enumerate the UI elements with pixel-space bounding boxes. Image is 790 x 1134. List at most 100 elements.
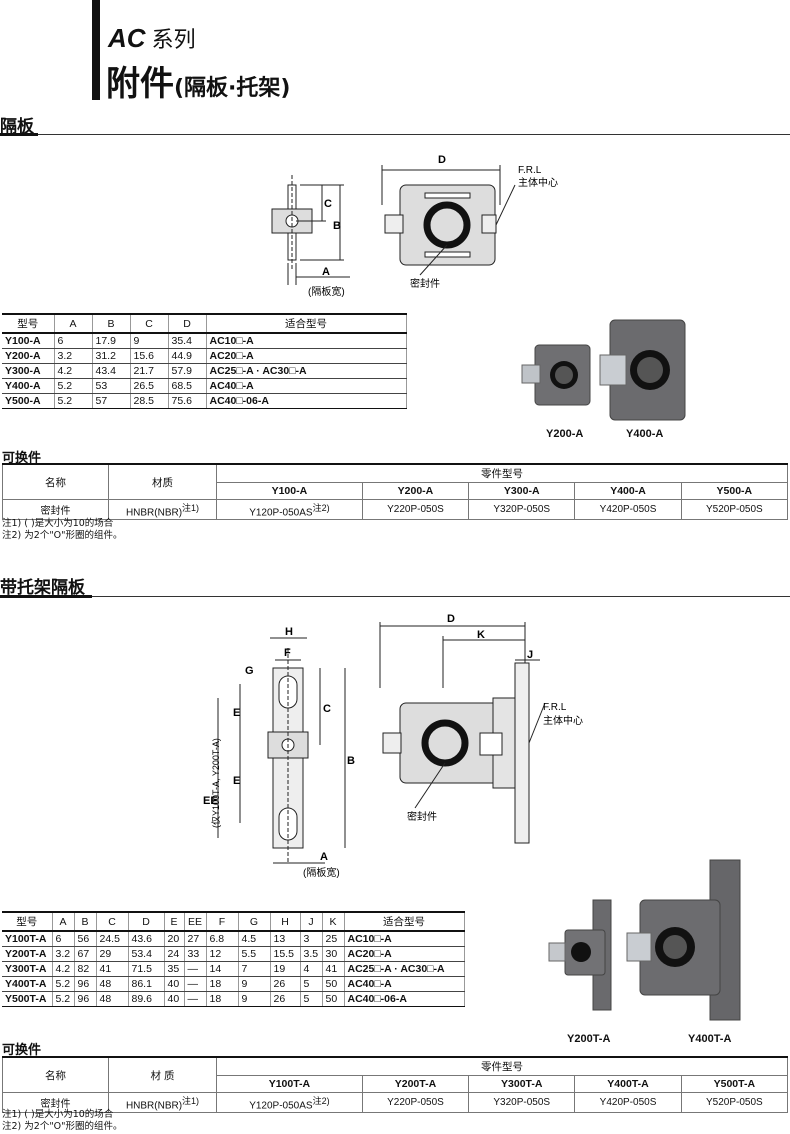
table-cell: 26 bbox=[270, 976, 301, 992]
dim-a-label: A bbox=[322, 266, 330, 278]
replacement-title: 可换件 bbox=[2, 1043, 42, 1058]
dim-k-label: K bbox=[477, 629, 485, 641]
table-cell: AC25□-A · AC30□-A bbox=[344, 961, 465, 977]
col-header: 零件型号 bbox=[216, 1056, 788, 1076]
bracket-front-view bbox=[379, 622, 546, 844]
replacement-table-wrap: 名称 材 质 零件型号 Y100T-A Y200T-A Y300T-A Y400… bbox=[2, 1056, 789, 1114]
table-cell: 71.5 bbox=[128, 961, 165, 977]
col-header: Y500T-A bbox=[680, 1075, 789, 1093]
col-header: 型号 bbox=[2, 313, 55, 334]
table-cell: 6 bbox=[54, 333, 93, 349]
table-cell: 5 bbox=[300, 976, 323, 992]
table-cell: 96 bbox=[74, 991, 97, 1007]
table-cell: 3 bbox=[300, 931, 323, 947]
cell: Y520P-050S bbox=[680, 1091, 789, 1114]
table-cell: 35 bbox=[164, 961, 185, 977]
col-header: J bbox=[300, 911, 323, 932]
table-cell: AC10□-A bbox=[206, 333, 407, 349]
col-header: C bbox=[130, 313, 169, 334]
table-cell: 96 bbox=[74, 976, 97, 992]
table-cell: 27 bbox=[184, 931, 207, 947]
note: 注1) ( )是大小为10的场合 bbox=[2, 518, 114, 529]
col-header: G bbox=[238, 911, 271, 932]
section-underline bbox=[0, 595, 92, 598]
col-header: A bbox=[54, 313, 93, 334]
col-header: F bbox=[206, 911, 239, 932]
table-cell: 3.2 bbox=[52, 946, 75, 962]
col-header: Y200T-A bbox=[361, 1075, 470, 1093]
table-cell: 4.2 bbox=[54, 363, 93, 379]
table-cell: 31.2 bbox=[92, 348, 131, 364]
note: 注1) ( )是大小为10的场合 bbox=[2, 1109, 114, 1120]
table-cell: — bbox=[184, 991, 207, 1007]
col-header: 材质 bbox=[108, 463, 217, 500]
cell: Y320P-050S bbox=[468, 1091, 576, 1114]
col-header: 名称 bbox=[2, 463, 109, 500]
table-cell: 30 bbox=[322, 946, 345, 962]
table-cell: 15.5 bbox=[270, 946, 301, 962]
table-cell: 57.9 bbox=[168, 363, 207, 379]
section-title-bracket-partition: 带托架隔板 bbox=[0, 578, 85, 598]
partition-drawing: C B A (隔板宽) D F.R.L 主体中心 密封件 bbox=[271, 154, 558, 298]
table-cell: 19 bbox=[270, 961, 301, 977]
dim-h-label: H bbox=[285, 626, 293, 638]
table-cell: Y200T-A bbox=[2, 946, 53, 962]
section-divider bbox=[0, 134, 790, 135]
dim-e-label: E bbox=[233, 707, 240, 719]
table-cell: 3.2 bbox=[54, 348, 93, 364]
table-cell: 48 bbox=[96, 976, 129, 992]
bracket-photos bbox=[548, 859, 741, 1021]
cell: Y520P-050S bbox=[680, 498, 789, 521]
table-cell: 12 bbox=[206, 946, 239, 962]
col-header: 名称 bbox=[2, 1056, 109, 1093]
photo-caption: Y400T-A bbox=[688, 1033, 732, 1045]
partition-photos bbox=[521, 319, 686, 421]
table-cell: 25 bbox=[322, 931, 345, 947]
cell: Y220P-050S bbox=[361, 1091, 470, 1114]
table-cell: 5.2 bbox=[54, 378, 93, 394]
table-cell: 41 bbox=[96, 961, 129, 977]
cell: Y120P-050AS注2) bbox=[216, 1091, 363, 1114]
dim-c-label: C bbox=[323, 703, 331, 715]
col-header: Y100T-A bbox=[216, 1075, 363, 1093]
col-header: Y100-A bbox=[216, 482, 363, 500]
cell: Y320P-050S bbox=[468, 498, 576, 521]
col-header: E bbox=[164, 911, 185, 932]
table-cell: Y400-A bbox=[2, 378, 55, 394]
cell: HNBR(NBR)注1) bbox=[108, 1091, 217, 1114]
section-underline bbox=[0, 133, 38, 136]
dim-d-label: D bbox=[438, 154, 446, 166]
col-header: 适合型号 bbox=[206, 313, 407, 334]
center-label: 主体中心 bbox=[518, 176, 558, 189]
col-header: C bbox=[96, 911, 129, 932]
header-accent-bar bbox=[92, 0, 100, 100]
table-cell: 15.6 bbox=[130, 348, 169, 364]
replacement-table: 名称 材质 零件型号 Y100-A Y200-A Y300-A Y400-A Y… bbox=[2, 463, 789, 521]
table-cell: Y300T-A bbox=[2, 961, 53, 977]
dim-j-label: J bbox=[527, 649, 533, 661]
table-cell: 28.5 bbox=[130, 393, 169, 409]
cell: Y420P-050S bbox=[574, 498, 682, 521]
table-cell: 6 bbox=[52, 931, 75, 947]
photo-caption: Y400-A bbox=[626, 428, 664, 440]
table-cell: 40 bbox=[164, 976, 185, 992]
col-header: 适合型号 bbox=[344, 911, 465, 932]
table-cell: 26 bbox=[270, 991, 301, 1007]
col-header: K bbox=[322, 911, 345, 932]
cell: Y420P-050S bbox=[574, 1091, 682, 1114]
col-header: 型号 bbox=[2, 911, 53, 932]
table-cell: 40 bbox=[164, 991, 185, 1007]
cell: 密封件 bbox=[2, 1091, 109, 1114]
table-cell: 50 bbox=[322, 991, 345, 1007]
y200-a-photo bbox=[521, 344, 591, 406]
table-cell: 4.5 bbox=[238, 931, 271, 947]
frl-label: F.R.L bbox=[543, 702, 567, 713]
replacement-title: 可换件 bbox=[2, 451, 42, 466]
